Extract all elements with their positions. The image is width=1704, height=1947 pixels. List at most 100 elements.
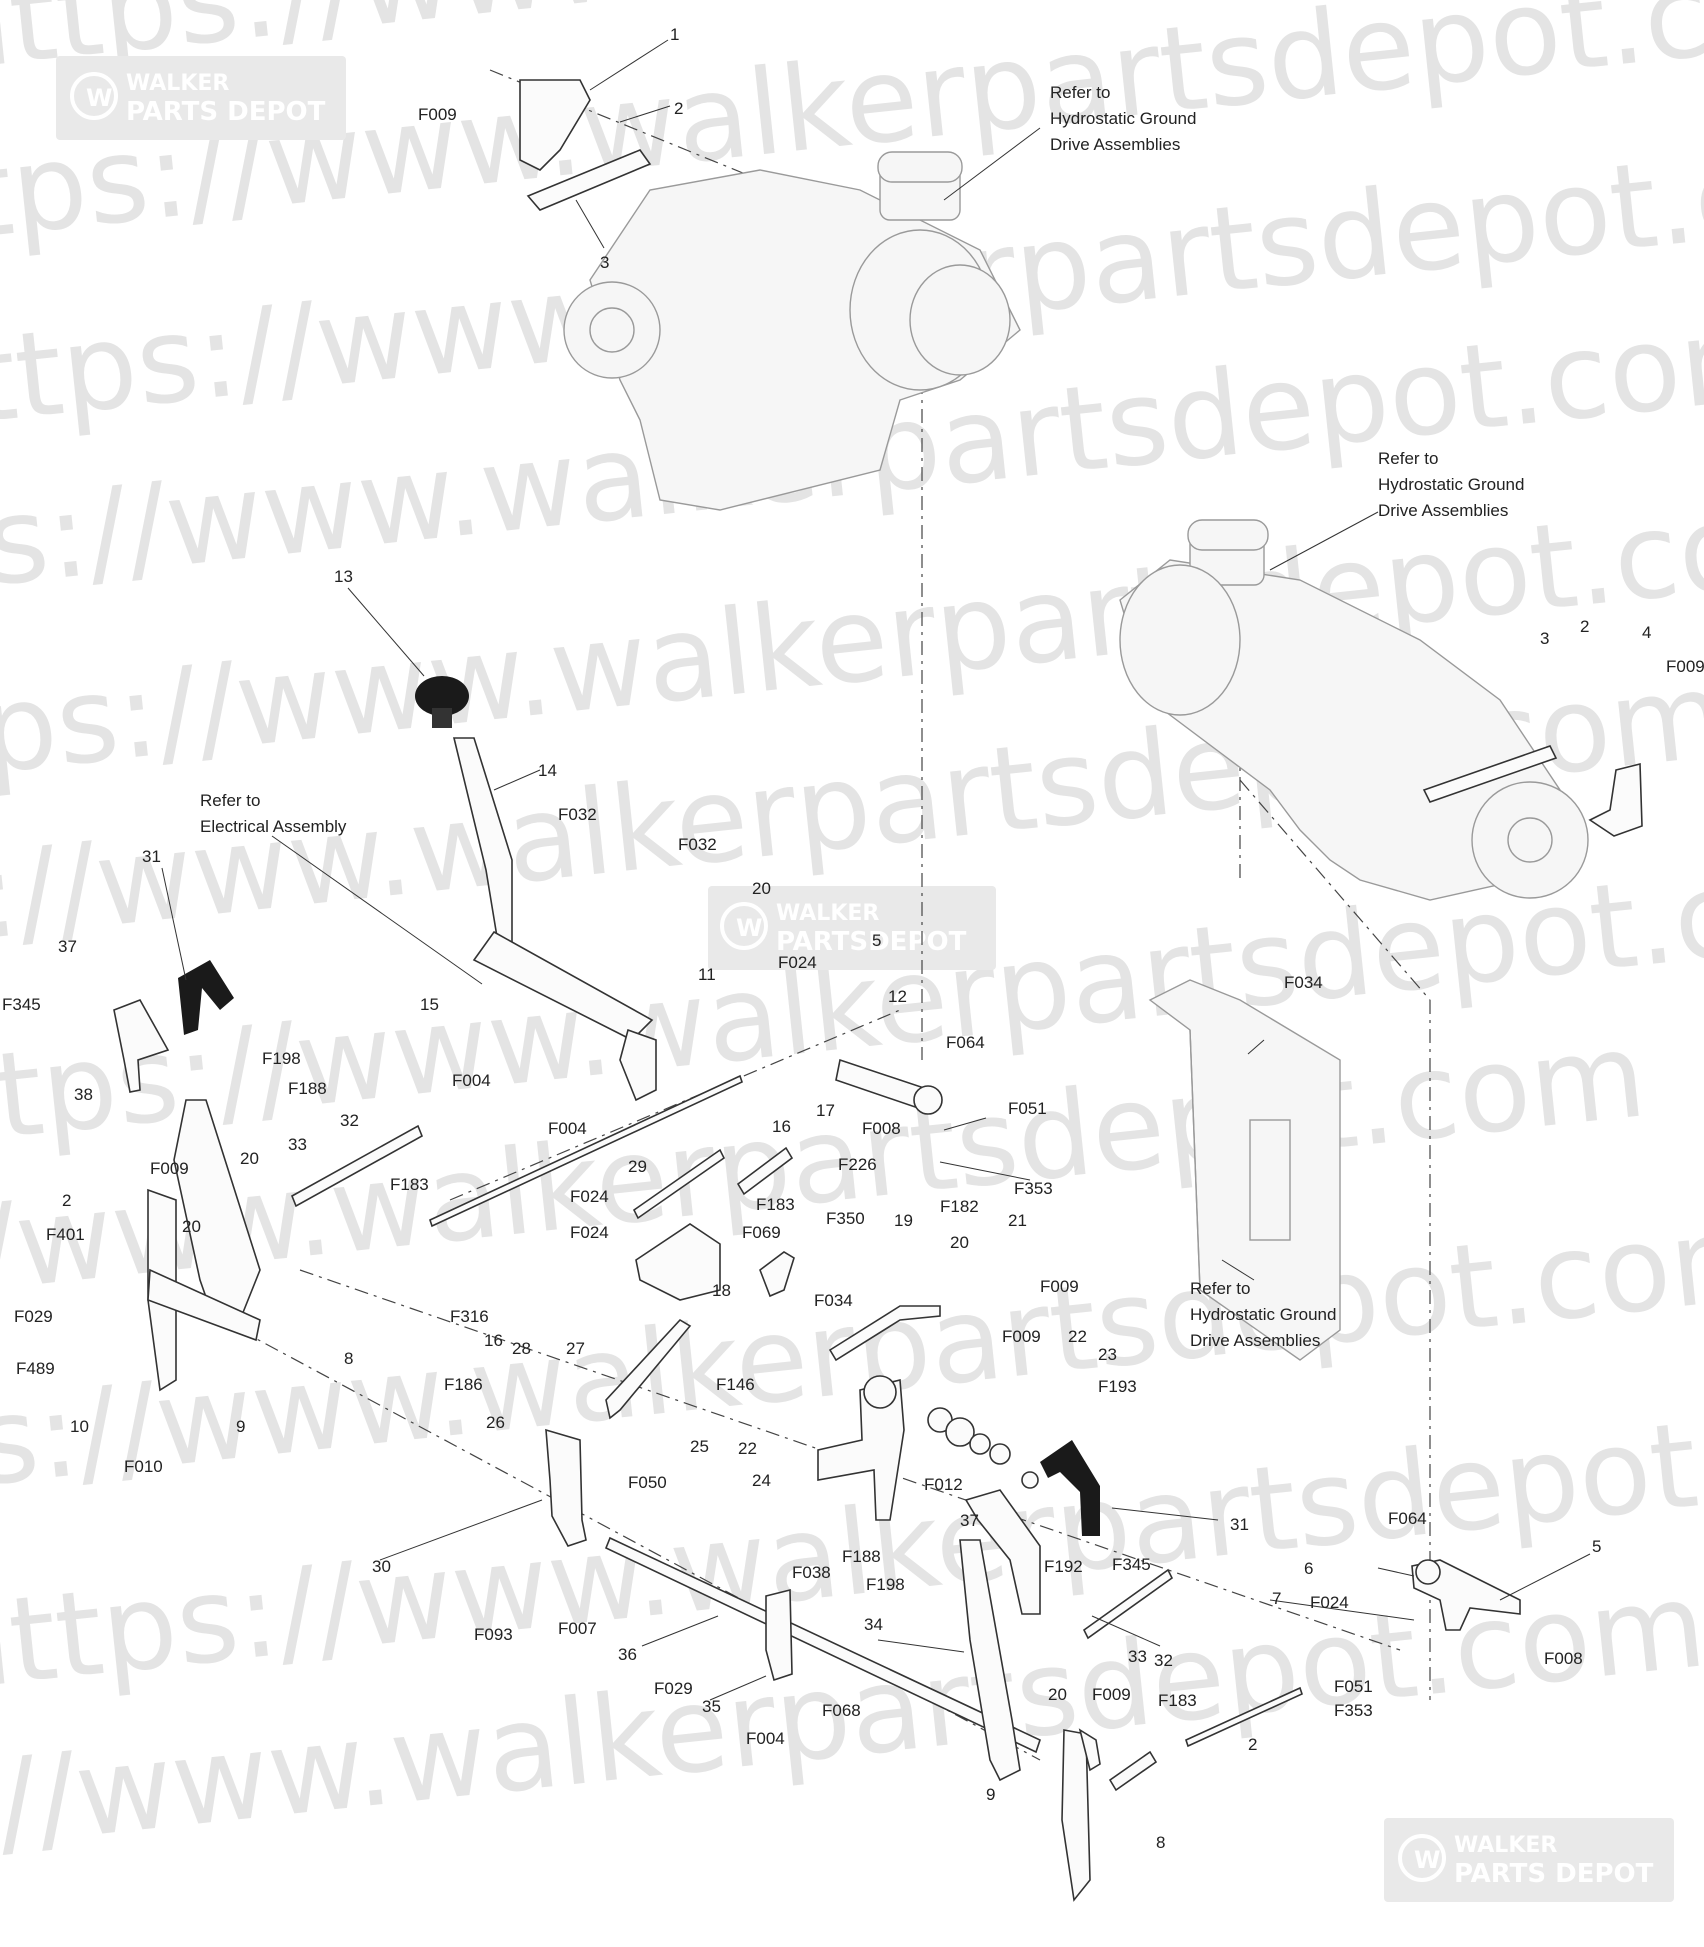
part-arm-right [1061,1728,1101,1902]
badge-bottom: PARTS DEPOT [126,97,326,127]
callout: 37 [960,1511,979,1530]
callout: 34 [864,1615,883,1634]
part-bracket-35 [765,1588,793,1682]
part-handle-31-left [178,960,234,1035]
callout: F183 [390,1175,429,1194]
part-handle-31-right [1040,1440,1100,1536]
callout: 20 [950,1233,969,1252]
hydrostatic-unit-right [1119,519,1589,901]
callout: 2 [1580,617,1589,636]
callout: F004 [548,1119,587,1138]
callout: F183 [756,1195,795,1214]
callout: F009 [1092,1685,1131,1704]
callout: F192 [1044,1557,1083,1576]
walker-logo-icon [70,72,118,120]
callout: F146 [716,1375,755,1394]
callout: 20 [752,879,771,898]
note-hydro-right: Refer to Hydrostatic Ground Drive Assemb… [1378,449,1524,520]
badge-top: WALKER [1454,1833,1557,1858]
callout: 3 [600,253,609,272]
callout: 21 [1008,1211,1027,1230]
part-shaft-36 [604,1536,1041,1754]
note-line: Electrical Assembly [200,817,347,836]
part-spring-3 [526,149,652,211]
callout: 12 [888,987,907,1006]
svg-text:W: W [86,84,112,112]
callouts: 1 2 F009 3 13 14 F032 F032 20 31 37 F345… [2,25,1704,1852]
brand-badge: W WALKER PARTS DEPOT [56,56,346,140]
note-line: Drive Assemblies [1050,135,1180,154]
note-line: Refer to [200,791,260,810]
note-line: Hydrostatic Ground [1050,109,1196,128]
badge-top: WALKER [126,71,229,96]
callout: 2 [62,1191,71,1210]
part-bracket-4 [1588,762,1643,837]
part-knob-13 [415,676,469,728]
badge-top: WALKER [776,901,879,926]
callout: F038 [792,1563,831,1582]
callout: F345 [2,995,41,1014]
part-rod-29 [632,1148,726,1220]
callout: 17 [816,1101,835,1120]
leader-lines [161,39,1591,1701]
part-washers-f193 [927,1407,1039,1489]
callout: F004 [746,1729,785,1748]
note-hydro-bottom: Refer to Hydrostatic Ground Drive Assemb… [1190,1279,1336,1350]
part-spring-32-left [290,1124,424,1208]
brand-badge: W WALKER PARTSDEPOT [708,886,996,970]
part-spring-17 [736,1146,794,1196]
callout: F353 [1334,1701,1373,1720]
callout: 26 [486,1413,505,1432]
note-line: Drive Assemblies [1190,1331,1320,1350]
callout: 7 [1272,1589,1281,1608]
svg-text:W: W [1414,1846,1440,1874]
part-spring-8-right [1108,1750,1158,1792]
callout: 20 [240,1149,259,1168]
callout: 38 [74,1085,93,1104]
callout: F029 [14,1307,53,1326]
callout: F009 [150,1159,189,1178]
callout: F009 [1002,1327,1041,1346]
part-pedal-37-right [964,1489,1041,1615]
callout: 8 [344,1349,353,1368]
callout: F004 [452,1071,491,1090]
callout: 8 [1156,1833,1165,1852]
part-plate-27 [635,1223,721,1301]
callout: F009 [1040,1277,1079,1296]
callout: 18 [712,1281,731,1300]
callout: 2 [1248,1735,1257,1754]
note-line: Refer to [1050,83,1110,102]
callout: 33 [1128,1647,1147,1666]
callout: 28 [512,1339,531,1358]
callout: F198 [262,1049,301,1068]
callout: 24 [752,1471,771,1490]
callout: 16 [772,1117,791,1136]
callout: 6 [1304,1559,1313,1578]
brand-badge: W WALKER PARTS DEPOT [1384,1818,1674,1902]
callout: F198 [866,1575,905,1594]
callout: F064 [946,1033,985,1052]
callout: 15 [420,995,439,1014]
note-hydro-top: Refer to Hydrostatic Ground Drive Assemb… [1050,83,1196,154]
callout: F188 [842,1547,881,1566]
callout: 32 [1154,1651,1173,1670]
callout: F186 [444,1375,483,1394]
callout: F068 [822,1701,861,1720]
callout: 22 [738,1439,757,1458]
part-arm-6 [1411,1559,1521,1631]
callout: 20 [1048,1685,1067,1704]
callout: 9 [236,1417,245,1436]
callout: F345 [1112,1555,1151,1574]
part-lever-34 [959,1539,1021,1782]
part-pedal-37-left [113,999,170,1093]
svg-text:W: W [736,914,762,942]
callout: 33 [288,1135,307,1154]
callout: 1 [670,25,679,44]
part-arm-12 [835,1058,943,1115]
note-line: Hydrostatic Ground [1190,1305,1336,1324]
callout: 37 [58,937,77,956]
callout: F182 [940,1197,979,1216]
callout: 5 [872,931,881,950]
callout: F050 [628,1473,667,1492]
